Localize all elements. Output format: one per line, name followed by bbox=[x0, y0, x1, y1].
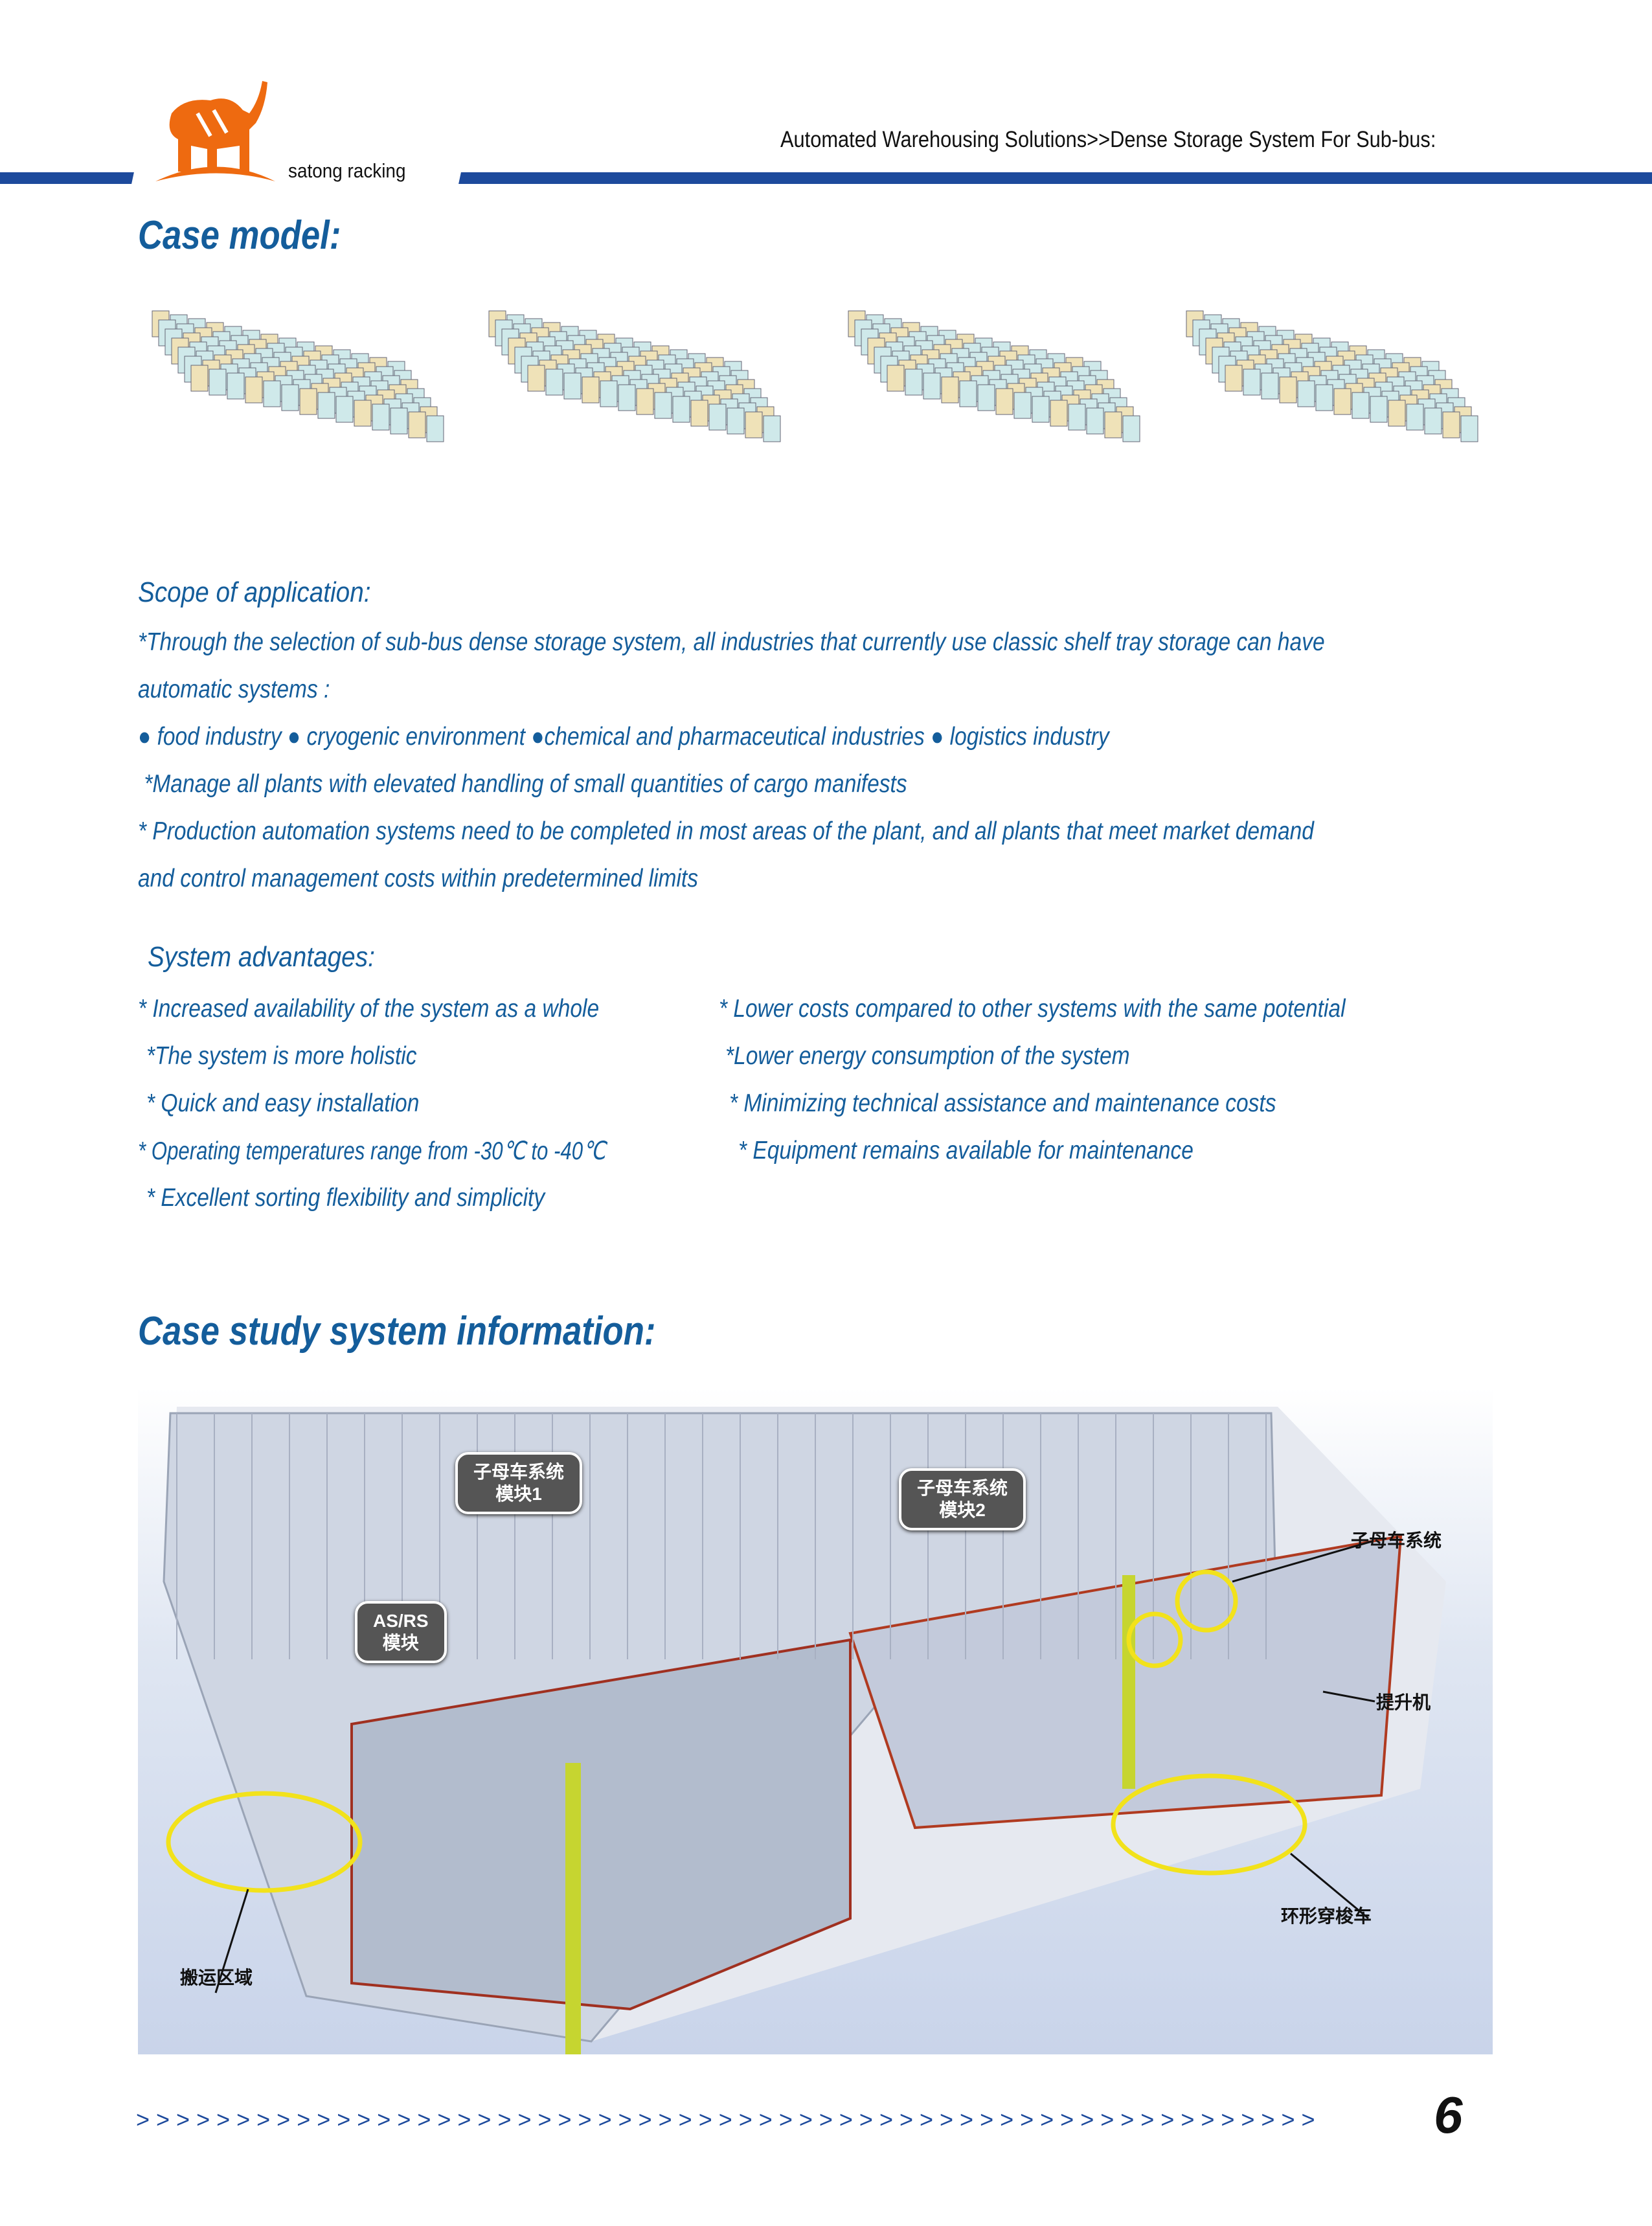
page-number: 6 bbox=[1434, 2086, 1463, 2144]
rack-cell bbox=[959, 380, 977, 407]
scope-title: Scope of application: bbox=[138, 576, 371, 608]
warehouse-illustration: 子母车系统 模块1 子母车系统 模块2 AS/RS 模块 子母车系统 提升机 环… bbox=[138, 1387, 1493, 2054]
rack-cell bbox=[763, 415, 781, 442]
rack-cell bbox=[1243, 369, 1261, 396]
rack-cell bbox=[1104, 411, 1122, 438]
rack-cell bbox=[245, 376, 263, 403]
rack-cell bbox=[227, 372, 245, 400]
rack-cell bbox=[190, 365, 209, 392]
rack-cell bbox=[281, 384, 299, 411]
rack-cell bbox=[672, 396, 690, 423]
rack-cell bbox=[527, 365, 545, 392]
callout-asrs: AS/RS 模块 bbox=[355, 1601, 447, 1663]
scope-line: *Manage all plants with elevated handlin… bbox=[138, 770, 907, 798]
rack-cell bbox=[977, 384, 995, 411]
rack-cell bbox=[354, 400, 372, 427]
rack-cell bbox=[263, 380, 281, 407]
scope-line: and control management costs within pred… bbox=[138, 865, 698, 892]
rack-cell bbox=[654, 392, 672, 419]
advantages-title: System advantages: bbox=[148, 941, 375, 973]
rack-cell bbox=[390, 407, 408, 435]
rack-cell bbox=[905, 369, 923, 396]
case-model-title: Case model: bbox=[138, 213, 341, 258]
advantage-item: * Operating temperatures range from -30℃… bbox=[138, 1137, 606, 1165]
rack-cell bbox=[636, 388, 654, 415]
advantage-item: * Minimizing technical assistance and ma… bbox=[729, 1089, 1276, 1117]
breadcrumb: Automated Warehousing Solutions>>Dense S… bbox=[780, 127, 1436, 152]
rack-cell bbox=[1406, 403, 1424, 431]
rack-cell bbox=[1261, 372, 1279, 400]
rack-cell bbox=[745, 411, 763, 438]
rack-cell bbox=[1068, 403, 1086, 431]
rack-cell bbox=[1032, 396, 1050, 423]
scope-line: ● food industry ● cryogenic environment … bbox=[138, 723, 1109, 751]
scope-line: automatic systems : bbox=[138, 676, 330, 703]
advantage-item: * Increased availability of the system a… bbox=[138, 995, 600, 1023]
case-model-image-2 bbox=[488, 310, 781, 442]
advantage-item: * Quick and easy installation bbox=[146, 1089, 420, 1117]
rack-cell bbox=[1122, 415, 1140, 442]
case-study-title: Case study system information: bbox=[138, 1309, 656, 1354]
rack-cell bbox=[1424, 407, 1442, 435]
rack-cell bbox=[1225, 365, 1243, 392]
warehouse-drawing bbox=[163, 1407, 1446, 2054]
rack-cell bbox=[618, 384, 636, 411]
rack-cell bbox=[1333, 388, 1352, 415]
rack-cell bbox=[335, 396, 354, 423]
rack-cell bbox=[600, 380, 618, 407]
rack-cell bbox=[1013, 392, 1032, 419]
rack-cell bbox=[941, 376, 959, 403]
rack-cell bbox=[690, 400, 708, 427]
case-model-image-1 bbox=[152, 310, 444, 442]
rack-cell bbox=[708, 403, 727, 431]
rack-cell bbox=[299, 388, 317, 415]
brand-name: satong racking bbox=[288, 159, 406, 182]
rack-cell bbox=[545, 369, 563, 396]
footer-chevrons: > > > > > > > > > > > > > > > > > > > > … bbox=[136, 2106, 1315, 2133]
rack-cell bbox=[887, 365, 905, 392]
label-loop-shuttle: 环形穿梭车 bbox=[1281, 1906, 1372, 1926]
rack-cell bbox=[995, 388, 1013, 415]
rack-cell bbox=[923, 372, 941, 400]
callout-module-2: 子母车系统 模块2 bbox=[899, 1468, 1026, 1530]
rack-cell bbox=[1086, 407, 1104, 435]
rack-cell bbox=[1315, 384, 1333, 411]
advantage-item: * Lower costs compared to other systems … bbox=[719, 995, 1346, 1023]
callout-module-1: 子母车系统 模块1 bbox=[455, 1452, 583, 1514]
advantage-item: *The system is more holistic bbox=[146, 1042, 417, 1070]
advantage-item: * Excellent sorting flexibility and simp… bbox=[146, 1184, 545, 1212]
rack-cell bbox=[1388, 400, 1406, 427]
rack-cell bbox=[563, 372, 582, 400]
elephant-logo-icon bbox=[155, 81, 275, 181]
case-model-image-4 bbox=[1186, 310, 1478, 442]
rack-cell bbox=[1370, 396, 1388, 423]
case-model-image-3 bbox=[848, 310, 1140, 442]
rack-cell bbox=[317, 392, 335, 419]
rack-cell bbox=[1460, 415, 1478, 442]
label-lift: 提升机 bbox=[1376, 1692, 1431, 1712]
advantage-item: * Equipment remains available for mainte… bbox=[738, 1137, 1194, 1164]
rack-cell bbox=[1352, 392, 1370, 419]
rack-cell bbox=[209, 369, 227, 396]
label-shuttle-system: 子母车系统 bbox=[1351, 1530, 1442, 1550]
rack-cell bbox=[372, 403, 390, 431]
rack-cell bbox=[582, 376, 600, 403]
rack-cell bbox=[1050, 400, 1068, 427]
rack-cell bbox=[426, 415, 444, 442]
rack-cell bbox=[1442, 411, 1460, 438]
rack-cell bbox=[1279, 376, 1297, 403]
advantage-item: *Lower energy consumption of the system bbox=[725, 1042, 1130, 1070]
rack-cell bbox=[1297, 380, 1315, 407]
scope-line: *Through the selection of sub-bus dense … bbox=[138, 628, 1325, 656]
rack-cell bbox=[408, 411, 426, 438]
rack-cell bbox=[727, 407, 745, 435]
scope-line: * Production automation systems need to … bbox=[138, 817, 1314, 845]
label-handling-area: 搬运区域 bbox=[180, 1968, 253, 1988]
